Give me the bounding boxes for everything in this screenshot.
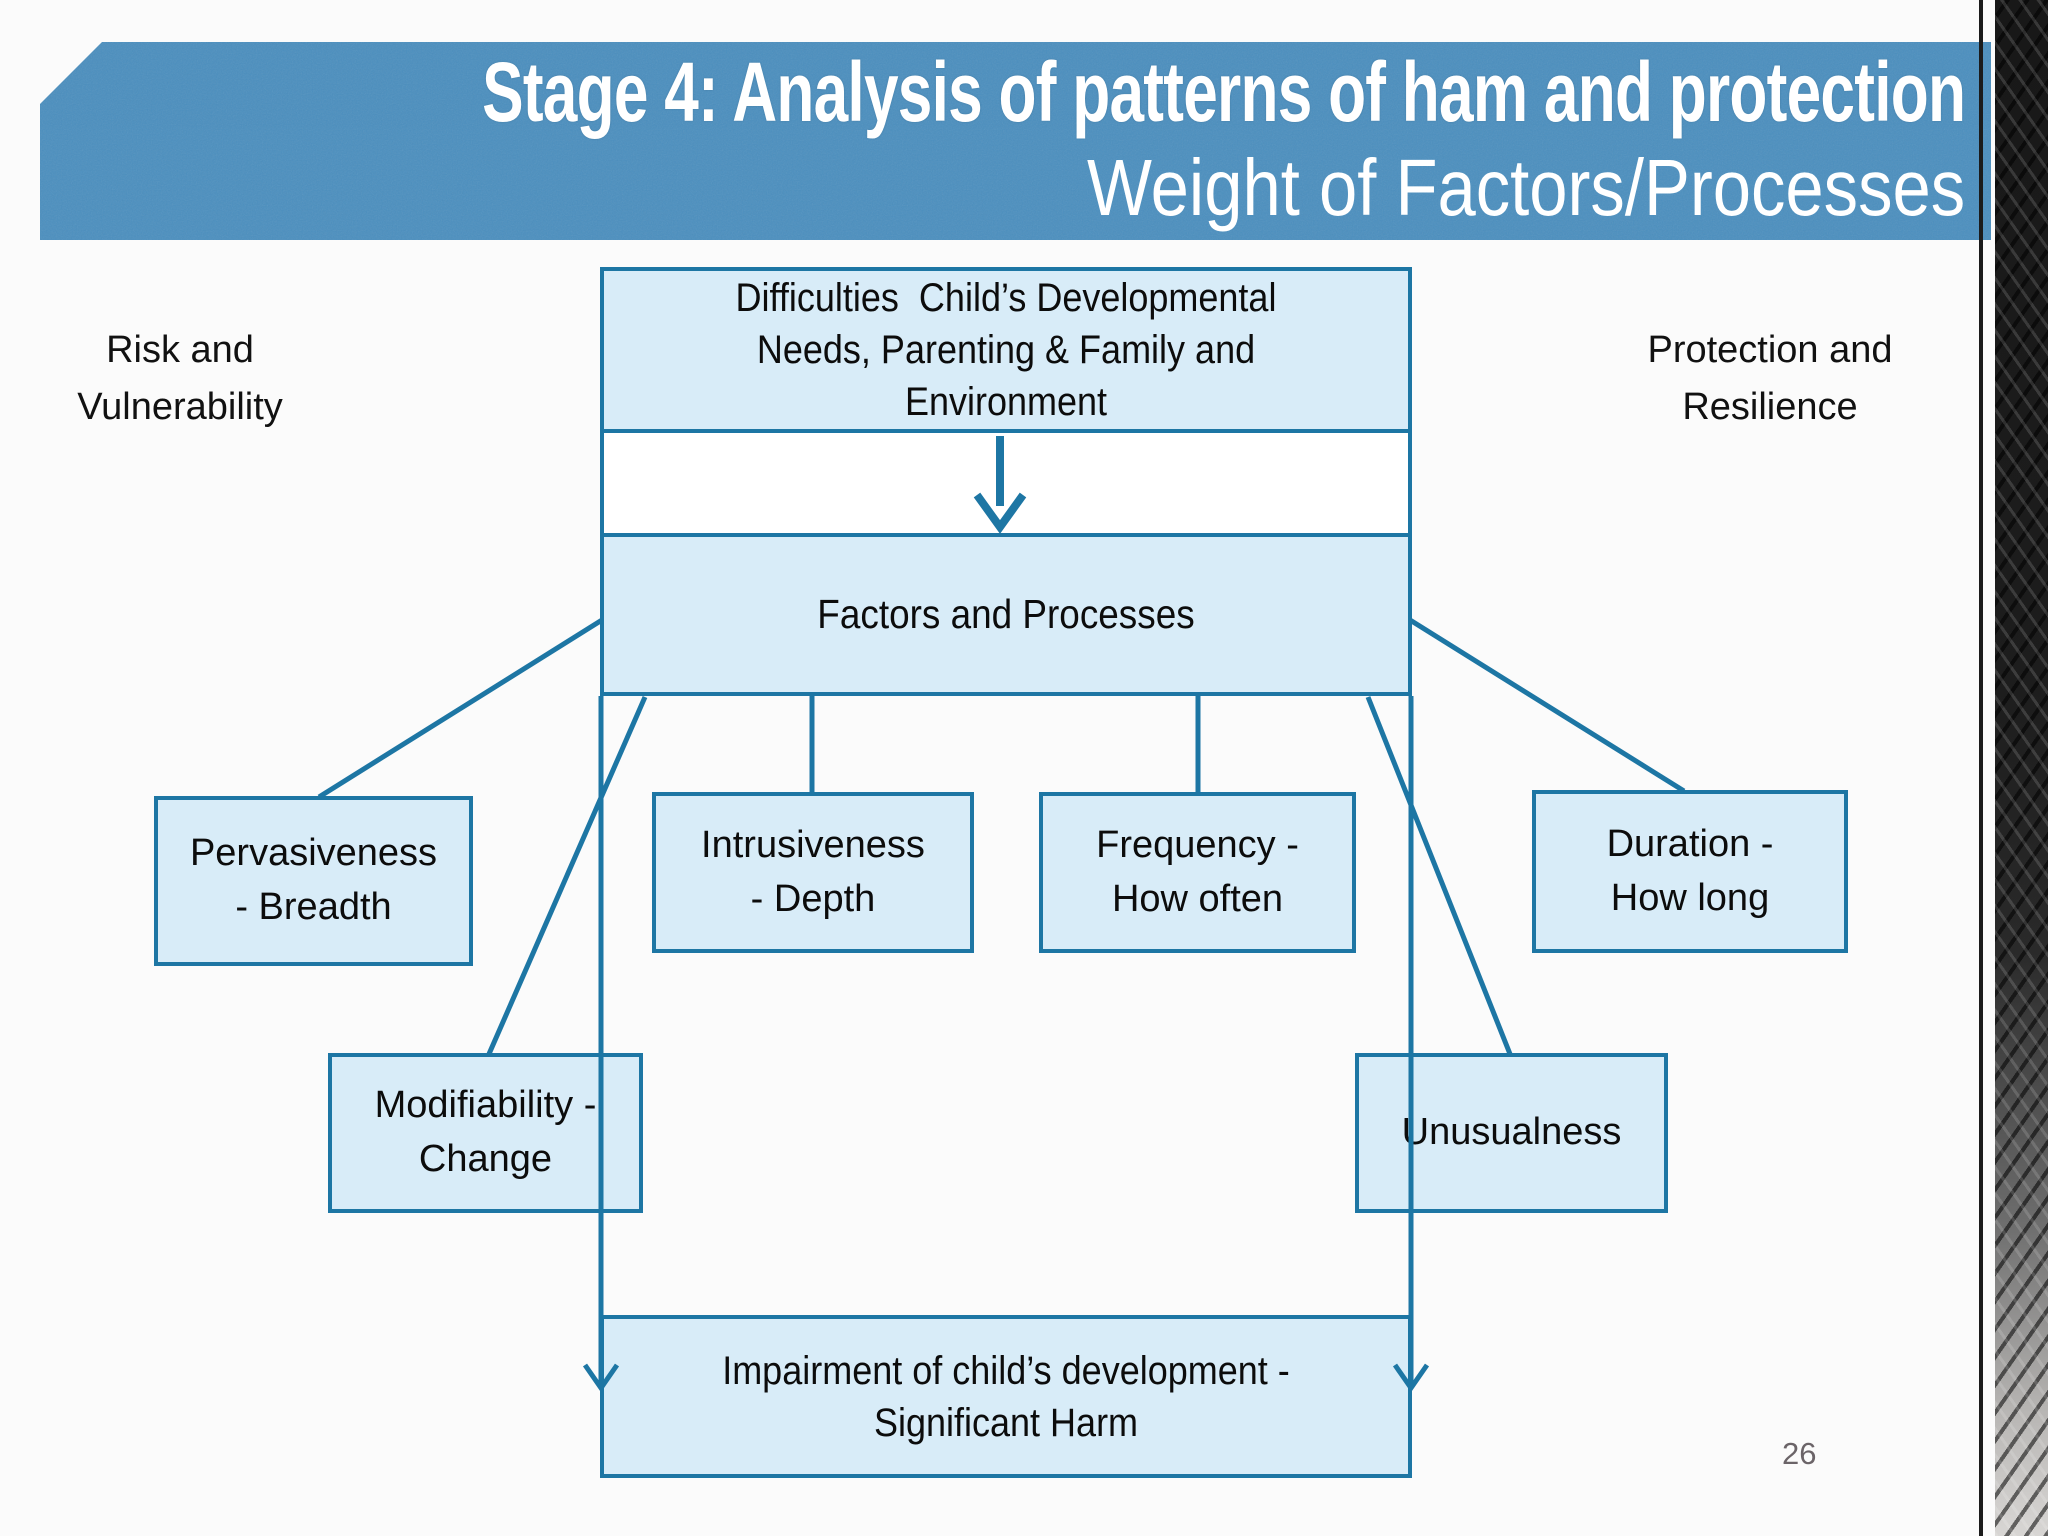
duration-label: Duration - How long	[1606, 822, 1774, 919]
modifiability-box: Modifiability - Change	[328, 1053, 643, 1213]
risk-vulnerability-label: Risk and Vulnerability	[77, 329, 283, 428]
slide-subtitle: Weight of Factors/Processes	[1086, 143, 1965, 232]
title-banner: Stage 4: Analysis of patterns of ham and…	[40, 42, 1991, 240]
line-to-modifiability	[486, 695, 648, 1056]
difficulties-box: Difficulties Child’s Developmental Needs…	[600, 267, 1412, 433]
frequency-box: Frequency - How often	[1039, 792, 1356, 953]
impairment-label: Impairment of child’s development - Sign…	[722, 1349, 1290, 1445]
frequency-label: Frequency - How often	[1096, 823, 1299, 920]
intrusiveness-label: Intrusiveness - Depth	[701, 823, 925, 920]
intrusiveness-box: Intrusiveness - Depth	[652, 792, 974, 953]
slide-edge-line	[1979, 0, 1983, 1536]
factors-processes-label: Factors and Processes	[817, 591, 1195, 637]
background-texture-strip	[1995, 0, 2048, 1536]
duration-box: Duration - How long	[1532, 790, 1848, 953]
line-to-duration	[1408, 617, 1686, 794]
connector-gap-box	[600, 433, 1412, 533]
unusualness-box: Unusualness	[1355, 1053, 1668, 1213]
pervasiveness-label: Pervasiveness - Breadth	[189, 832, 438, 928]
page-number: 26	[1782, 1436, 1817, 1471]
impairment-box: Impairment of child’s development - Sign…	[600, 1315, 1412, 1478]
banner-texture	[40, 42, 1991, 240]
slide-title: Stage 4: Analysis of patterns of ham and…	[481, 45, 1966, 139]
pervasiveness-box: Pervasiveness - Breadth	[154, 796, 473, 966]
difficulties-box-label: Difficulties Child’s Developmental Needs…	[735, 276, 1277, 424]
protection-resilience-label: Protection and Resilience	[1647, 329, 1893, 428]
unusualness-label: Unusualness	[1401, 1111, 1622, 1154]
factors-processes-box: Factors and Processes	[600, 533, 1412, 696]
line-to-pervasiveness	[317, 617, 604, 800]
line-to-unusualness	[1365, 696, 1513, 1055]
modifiability-label: Modifiability - Change	[374, 1084, 597, 1180]
